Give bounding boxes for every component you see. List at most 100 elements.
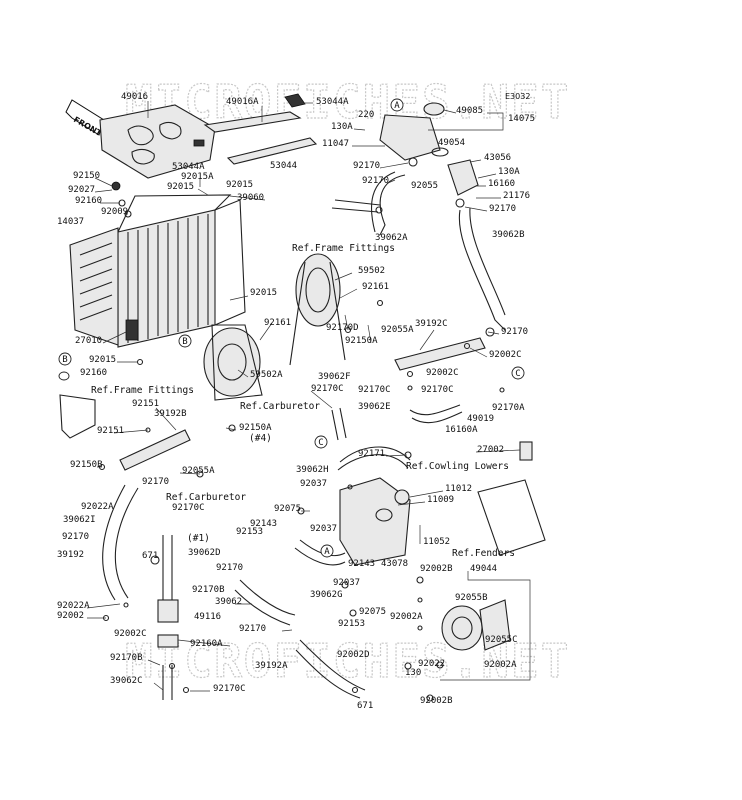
part-label: 92055A (381, 325, 414, 335)
callout-marker: B (58, 352, 72, 366)
part-label: 92002D (337, 650, 370, 660)
part-label: 11052 (423, 537, 450, 547)
part-label: 92170 (362, 176, 389, 186)
hose-39192a (295, 639, 366, 699)
callout-letter: B (62, 355, 67, 365)
part-label: 92170 (353, 161, 380, 171)
pipe-39192b (119, 429, 191, 471)
reservoir-tank (339, 477, 411, 566)
part-label: 16160 (488, 179, 515, 189)
callout-letter: C (515, 369, 520, 379)
part-label: 59502A (250, 370, 283, 380)
part-label: 671 (142, 551, 158, 561)
part-label: 92170 (142, 477, 169, 487)
callout-circle (390, 98, 404, 112)
part-label: 39062 (215, 597, 242, 607)
part-label: 92150A (239, 423, 272, 433)
part-label: 92055 (411, 181, 438, 191)
part-label: 92015 (250, 288, 277, 298)
part-label: 92161 (362, 282, 389, 292)
part-label: 92015 (89, 355, 116, 365)
clip-53044a (284, 93, 306, 108)
hose-39062 (234, 579, 296, 626)
part-label: 92075 (359, 607, 386, 617)
part-label: 92170C (172, 503, 205, 513)
pump-outlet (479, 599, 511, 651)
filler-neck (379, 114, 441, 161)
part-label: 92055B (455, 593, 488, 603)
hose-39062c (162, 665, 173, 700)
callout-letter: B (182, 337, 187, 347)
callout-circle (178, 334, 192, 348)
part-label: 92151 (132, 399, 159, 409)
part-label: 27010 (75, 336, 102, 346)
part-label: 92002A (484, 660, 517, 670)
part-label: 92150 (73, 171, 100, 181)
callout-circle (58, 352, 72, 366)
part-label: 39062E (358, 402, 391, 412)
hose-39062b (458, 207, 506, 331)
hose-39062h (337, 446, 411, 471)
callout-letter: A (324, 547, 330, 557)
switch-27002 (519, 441, 533, 461)
ref-label: Ref.Carburetor (166, 492, 246, 503)
cap-92160a (157, 634, 179, 648)
part-label: 92027 (68, 185, 95, 195)
part-label: 49019 (467, 414, 494, 424)
part-label: 43056 (484, 153, 511, 163)
part-label: 92170C (358, 385, 391, 395)
callout-letter: C (318, 438, 323, 448)
callout-circle (314, 435, 328, 449)
pipe-39192c (394, 337, 486, 371)
part-label: 21176 (503, 191, 530, 201)
part-label: 49016 (121, 92, 148, 102)
callout-circle (320, 544, 334, 558)
part-label: 92002B (420, 564, 453, 574)
part-label: 49085 (456, 106, 483, 116)
part-label: 16160A (445, 425, 478, 435)
fan-upper (295, 253, 341, 327)
part-label: 220 (358, 110, 374, 120)
ref-label: Ref.Cowling Lowers (406, 461, 509, 472)
part-label: 92037 (300, 479, 327, 489)
part-label: 53044A (316, 97, 349, 107)
part-label: 92022 (418, 659, 445, 669)
thermostat-housing (447, 159, 479, 196)
part-label: 11047 (322, 139, 349, 149)
part-label: 53044A (172, 162, 205, 172)
part-label: 43078 (381, 559, 408, 569)
callout-marker: A (390, 98, 404, 112)
part-label: 92150B (70, 460, 103, 470)
hose-39062a (370, 171, 406, 236)
part-label: 92151 (97, 426, 124, 436)
part-label: 14075 (508, 114, 535, 124)
part-label: 92015 (226, 180, 253, 190)
part-label: 39062H (296, 465, 329, 475)
part-label: 92170 (216, 563, 243, 573)
part-label: 130 (405, 668, 421, 678)
part-label: 92160 (80, 368, 107, 378)
part-label: 92150A (345, 336, 378, 346)
callout-marker: B (178, 334, 192, 348)
part-label: 39192 (57, 550, 84, 560)
part-label: 92170C (311, 384, 344, 394)
radiator-cover (99, 104, 216, 179)
part-label: 59502 (358, 266, 385, 276)
part-label: 92153 (236, 527, 263, 537)
part-label: 92171 (358, 449, 385, 459)
radiator-cap (423, 102, 445, 116)
radiator-fins (127, 214, 209, 343)
part-label: 92002C (426, 368, 459, 378)
part-label: 92002C (489, 350, 522, 360)
part-label: 39062D (188, 548, 221, 558)
part-label: 14037 (57, 217, 84, 227)
part-label: 92075 (274, 504, 301, 514)
part-label: 92170C (213, 684, 246, 694)
part-label: 92002A (390, 612, 423, 622)
part-label: 92055C (485, 635, 518, 645)
hose-39062e (409, 404, 463, 424)
